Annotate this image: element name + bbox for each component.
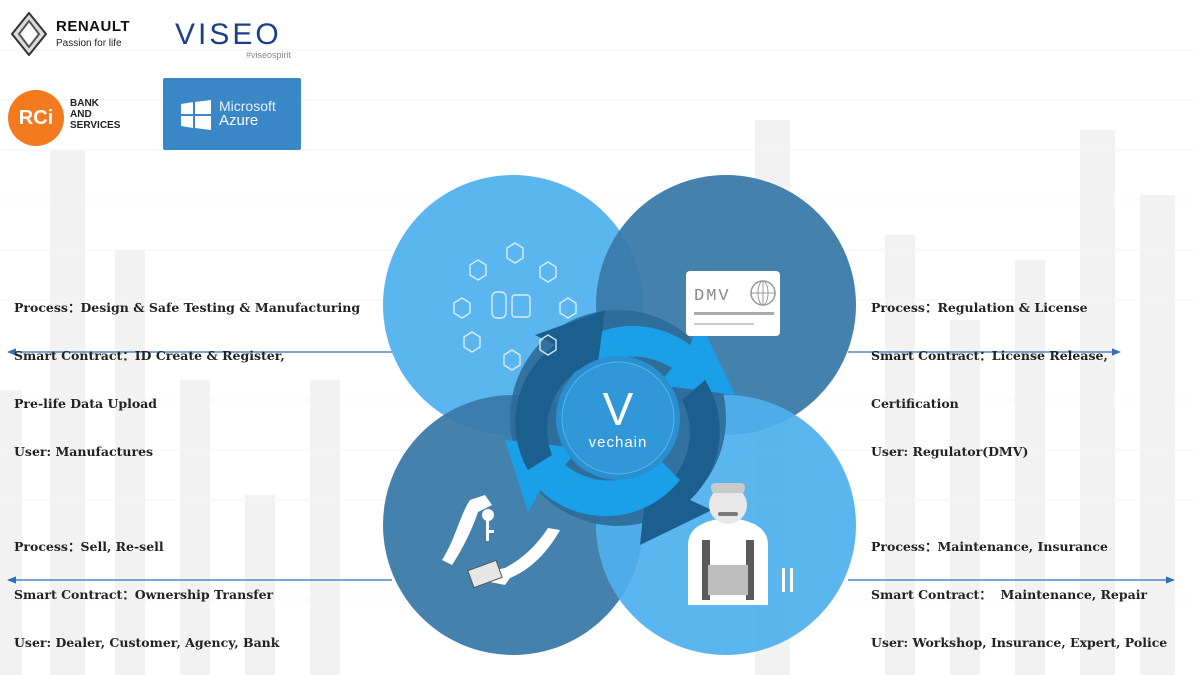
key-money-exchange-icon: [442, 495, 560, 589]
viseo-logo: VISEO #viseospirit: [170, 14, 310, 62]
cycle-arrows: [505, 310, 735, 545]
bottom-left-user: User: Dealer, Customer, Agency, Bank: [14, 635, 280, 650]
rci-mark: RCi: [8, 90, 64, 146]
car-manufacturing-icon: [453, 242, 577, 371]
rci-line-2: AND: [70, 109, 92, 120]
quadrant-bottom-left-text: Process：Sell, Re-sell Smart Contract：Own…: [14, 507, 279, 667]
rci-text: BANK AND SERVICES: [70, 98, 120, 131]
rci-logo: RCi BANK AND SERVICES: [8, 86, 138, 148]
top-left-user: User: Manufactures: [14, 444, 154, 459]
azure-line-1: Microsoft: [219, 98, 276, 114]
vechain-brand: vechain: [589, 434, 648, 451]
viseo-brand: VISEO: [175, 18, 282, 51]
top-right-smart-contract: Smart Contract：License Release,: [871, 348, 1108, 363]
rci-line-1: BANK: [70, 98, 99, 109]
rci-line-3: SERVICES: [70, 120, 121, 131]
azure-line-2: Azure: [219, 112, 259, 129]
renault-tagline: Passion for life: [56, 38, 122, 49]
windows-icon: [181, 100, 211, 130]
azure-logo: Microsoft Azure: [163, 78, 301, 150]
bottom-right-user: User: Workshop, Insurance, Expert, Polic…: [871, 635, 1168, 650]
quadrant-top-left-text: Process：Design & Safe Testing & Manufact…: [14, 268, 360, 476]
viseo-tagline: #viseospirit: [246, 50, 292, 60]
vechain-mark: V: [603, 383, 634, 435]
top-right-process: Process：Regulation & License: [871, 300, 1088, 315]
bottom-left-smart-contract: Smart Contract：Ownership Transfer: [14, 587, 274, 602]
renault-logo: RENAULT Passion for life: [8, 8, 158, 60]
quadrant-top-right-text: Process：Regulation & License Smart Contr…: [871, 268, 1108, 476]
top-left-smart-contract: Smart Contract：ID Create & Register,: [14, 348, 285, 363]
renault-diamond-icon: [10, 12, 48, 56]
bottom-right-process: Process：Maintenance, Insurance: [871, 539, 1108, 554]
top-left-smart-contract-2: Pre-life Data Upload: [14, 396, 158, 411]
renault-brand: RENAULT: [56, 18, 131, 35]
quadrant-bottom-right-text: Process：Maintenance, Insurance Smart Con…: [871, 507, 1167, 667]
top-left-process: Process：Design & Safe Testing & Manufact…: [14, 300, 361, 315]
dmv-card-icon: DMV: [686, 271, 780, 336]
dmv-card-label: DMV: [694, 287, 731, 306]
top-right-smart-contract-2: Certification: [871, 396, 959, 411]
top-right-user: User: Regulator(DMV): [871, 444, 1029, 459]
mechanic-icon: [688, 483, 793, 605]
bottom-left-process: Process：Sell, Re-sell: [14, 539, 164, 554]
bottom-right-smart-contract: Smart Contract： Maintenance, Repair: [871, 587, 1148, 602]
center-core-inner: [561, 361, 675, 475]
